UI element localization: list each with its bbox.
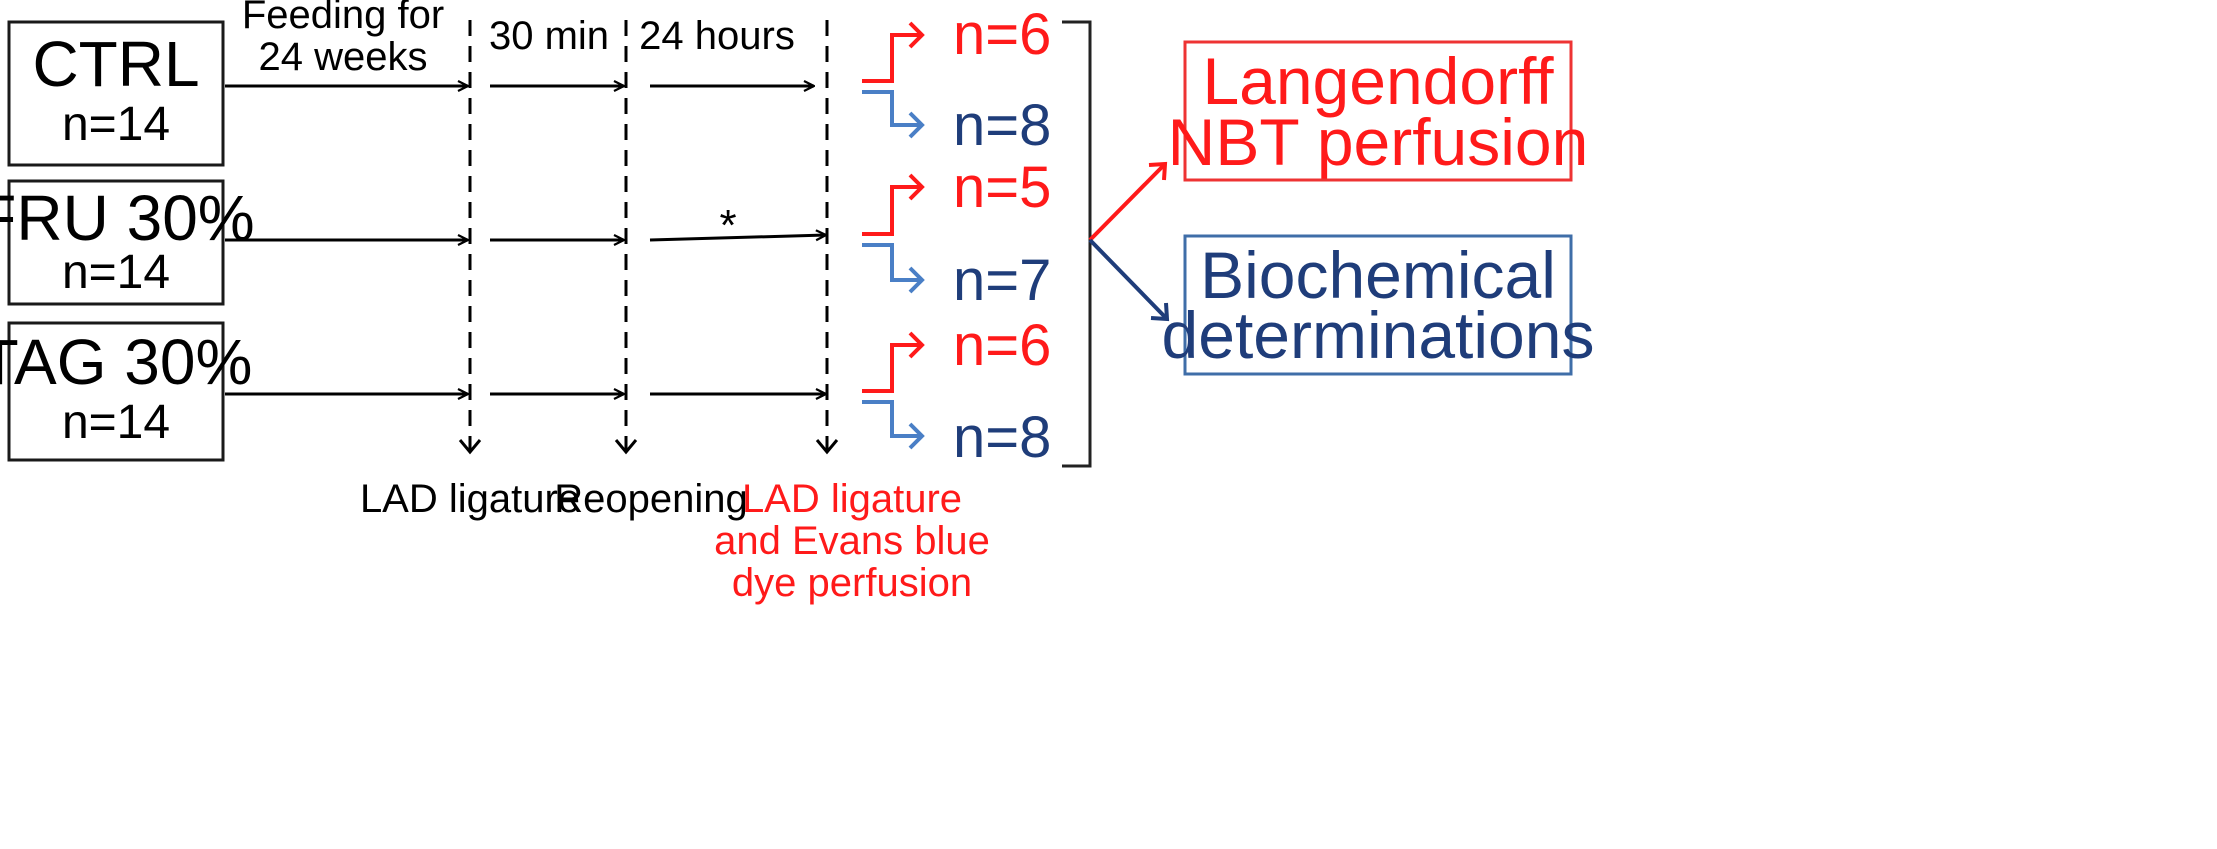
fru-outcome-red-n: n=5 [953, 155, 1051, 220]
milestone-label-final-line2: and Evans blue [714, 519, 990, 563]
tag-blue-split-arrow [862, 400, 922, 438]
biochemical-line2: determinations [1162, 298, 1595, 372]
ctrl-outcome-blue-n: n=8 [953, 93, 1051, 158]
group-n-fru: n=14 [62, 246, 170, 299]
interval-label-24hours: 24 hours [639, 14, 795, 58]
fru-24hours-arrow [649, 235, 826, 242]
milestone-label-final-line3: dye perfusion [732, 561, 972, 605]
tag-outcome-red-n: n=6 [953, 313, 1051, 378]
group-n-tag: n=14 [62, 396, 170, 449]
milestone-line-lad-ligature [458, 20, 482, 455]
milestone-line-reopening [614, 20, 638, 455]
group-box-fru: FRU 30% n=14 [0, 179, 255, 306]
biochemical-line1: Biochemical [1200, 238, 1556, 312]
group-box-ctrl: CTRL n=14 [7, 20, 225, 167]
milestone-label-final-line1: LAD ligature [742, 477, 962, 521]
tag-split [862, 331, 925, 450]
fru-significance-star: * [719, 201, 736, 250]
feeding-label-line2: 24 weeks [259, 35, 428, 79]
output-box-langendorff: Langendorff NBT perfusion [1168, 40, 1589, 182]
fru-outcome-blue-n: n=7 [953, 248, 1051, 313]
group-name-fru: FRU 30% [0, 182, 255, 254]
interval-label-30min: 30 min [489, 14, 609, 58]
ctrl-split [862, 21, 925, 139]
tag-red-split-arrow [862, 343, 922, 393]
feeding-label-line1: Feeding for [242, 0, 444, 37]
milestone-label-lad-ligature: LAD ligature [360, 477, 580, 521]
group-bracket [1062, 20, 1092, 468]
group-name-ctrl: CTRL [32, 28, 199, 100]
arrow-to-biochemical [1088, 238, 1170, 322]
fru-blue-split-arrow [862, 243, 922, 282]
tag-outcome-blue-n: n=8 [953, 405, 1051, 470]
langendorff-line2: NBT perfusion [1168, 105, 1589, 179]
group-n-ctrl: n=14 [62, 98, 170, 151]
langendorff-line1: Langendorff [1202, 44, 1554, 118]
ctrl-red-split-arrow [862, 33, 922, 83]
ctrl-blue-split-arrow [862, 90, 922, 127]
group-box-tag: TAG 30% n=14 [0, 321, 252, 462]
fru-red-split-arrow [862, 185, 922, 236]
ctrl-outcome-red-n: n=6 [953, 2, 1051, 67]
milestone-label-reopening: Reopening [554, 477, 748, 521]
arrow-to-langendorff [1088, 161, 1168, 242]
output-box-biochemical: Biochemical determinations [1162, 234, 1595, 376]
group-name-tag: TAG 30% [0, 326, 252, 398]
fru-split [862, 173, 925, 294]
